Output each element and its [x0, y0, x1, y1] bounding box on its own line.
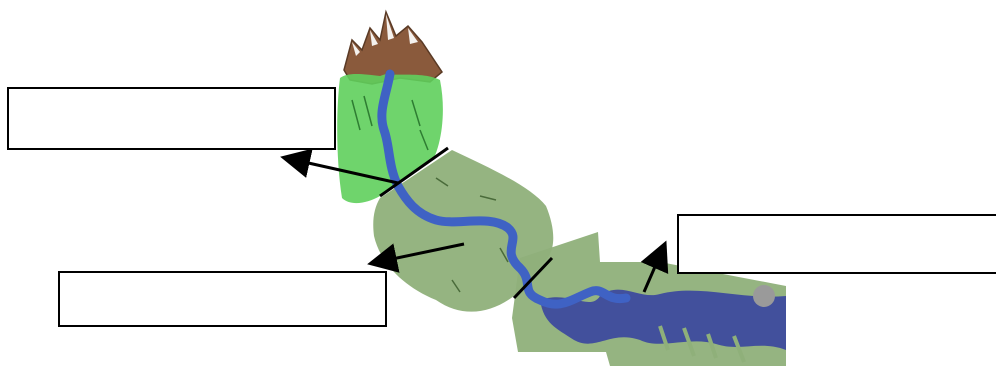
lower-course-label-box[interactable] — [677, 214, 996, 274]
middle-course-label-box[interactable] — [58, 271, 387, 327]
grey-blob-icon — [753, 285, 775, 307]
upper-course-label-box[interactable] — [7, 87, 336, 150]
